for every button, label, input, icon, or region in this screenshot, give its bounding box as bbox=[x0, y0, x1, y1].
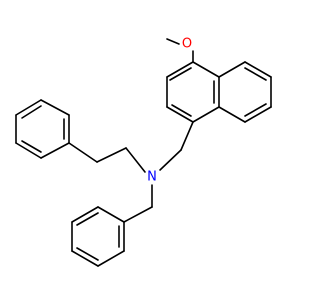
bond-c1-ch2 bbox=[180, 121, 194, 151]
ph1-bond-4-inner bbox=[21, 105, 42, 119]
bond-c4a-c4 bbox=[192, 61, 220, 78]
ph1-bond-2 bbox=[15, 142, 42, 159]
ph1-bond-1 bbox=[40, 142, 70, 159]
bond-c5-c6-inner bbox=[244, 67, 267, 81]
bond-ch2c-ring bbox=[123, 206, 153, 223]
bond-c5-c6 bbox=[244, 61, 272, 78]
structure-canvas: O N bbox=[15, 37, 272, 267]
bond-c4-c3 bbox=[166, 61, 194, 78]
ph2-bond-5 bbox=[71, 206, 99, 223]
bond-c4-c3-inner bbox=[169, 67, 192, 81]
ph2-bond-2 bbox=[97, 250, 125, 267]
bond-ch2a-ch2b bbox=[96, 147, 127, 163]
bond-c7-c8 bbox=[244, 106, 272, 123]
bond-c4a-c5 bbox=[218, 61, 246, 78]
molecule-drawing: O N bbox=[15, 37, 272, 267]
bonds bbox=[15, 38, 272, 267]
ph1-bond-2-inner bbox=[21, 140, 42, 153]
ph2-bond-5-inner bbox=[76, 212, 99, 226]
bond-methyl-o bbox=[166, 38, 180, 45]
bond-c7-c8-inner bbox=[244, 103, 267, 117]
nitrogen-atom-label: N bbox=[147, 170, 157, 185]
atom-labels: O N bbox=[147, 37, 192, 185]
bond-n-ch2a bbox=[125, 147, 146, 173]
ph1-bond-5 bbox=[40, 99, 70, 116]
bond-ch2-n bbox=[159, 149, 182, 171]
ph2-bond-6 bbox=[97, 206, 125, 223]
bond-c2-c1-inner bbox=[171, 104, 192, 117]
oxygen-atom-label: O bbox=[182, 37, 192, 52]
bond-c1-c8a bbox=[192, 106, 220, 123]
bond-c2-c1 bbox=[166, 106, 194, 123]
ph1-bond-4 bbox=[15, 99, 42, 116]
ph2-bond-3-inner bbox=[76, 247, 99, 261]
bond-ch2b-ring bbox=[68, 142, 98, 163]
ph2-bond-3 bbox=[71, 250, 99, 267]
bond-c8-c8a bbox=[218, 106, 246, 123]
